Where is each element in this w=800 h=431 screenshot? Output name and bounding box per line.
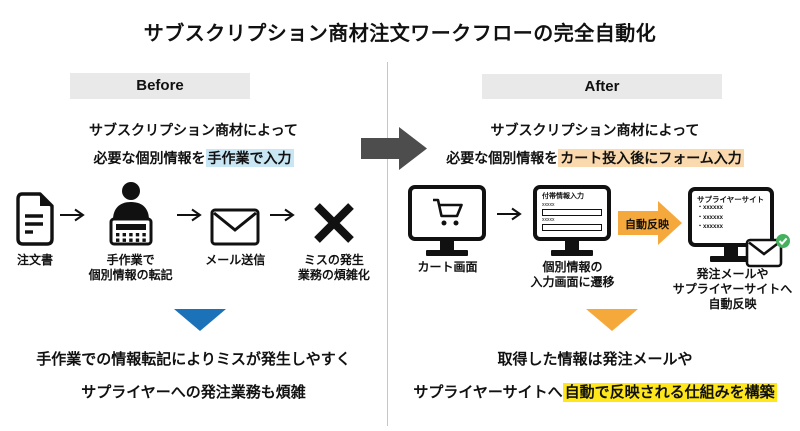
after-conclusion-highlight: 自動で反映される仕組みを構築 — [562, 383, 777, 402]
after-desc-line2-plain: 必要な個別情報を — [446, 150, 559, 166]
mail-check-icon — [745, 234, 790, 268]
monitor-base — [426, 250, 468, 256]
step-mistakes: ミスの発生 業務の煩雑化 — [298, 184, 370, 283]
right-arrow-icon — [269, 208, 295, 222]
step-order-form-label: 注文書 — [16, 253, 53, 267]
before-description: サブスクリプション商材によって 必要な個別情報を手作業で入力 — [0, 116, 387, 172]
before-desc-line2: 必要な個別情報を手作業で入力 — [0, 144, 387, 172]
after-description: サブスクリプション商材によって 必要な個別情報をカート投入後にフォーム入力 — [395, 116, 795, 172]
before-down-triangle — [174, 309, 226, 331]
orange-block-arrow-icon — [618, 201, 682, 245]
monitor-base — [551, 250, 593, 256]
after-desc-line2: 必要な個別情報をカート投入後にフォーム入力 — [395, 144, 795, 172]
before-conclusion-line2: サプライヤーへの発注業務も煩雑 — [81, 384, 306, 401]
step-send-mail: メール送信 — [205, 184, 265, 268]
form-monitor: 付帯情報入力 xxxxx xxxxx — [533, 185, 611, 256]
before-header: Before — [70, 73, 250, 99]
person-calculator-icon — [109, 182, 153, 246]
envelope-icon — [210, 208, 260, 246]
after-conclusion-line1: 取得した情報は発注メールや — [497, 351, 693, 368]
before-header-label: Before — [136, 77, 184, 94]
after-conclusion-line2: サプライヤーサイトへ自動で反映される仕組みを構築 — [393, 376, 797, 409]
monitor-stand — [440, 241, 454, 250]
before-to-after-arrow-icon — [361, 127, 427, 170]
before-conclusion-line1: 手作業での情報転記によりミスが発生しやすく — [36, 351, 351, 368]
supplier-monitor-label: 発注メールや サプライヤーサイトへ 自動反映 — [672, 267, 793, 311]
before-conclusion: 手作業での情報転記によりミスが発生しやすく サプライヤーへの発注業務も煩雑 — [0, 343, 387, 409]
after-down-triangle — [586, 309, 638, 331]
page-title: サブスクリプション商材注文ワークフローの完全自動化 — [143, 23, 657, 45]
form-field2-label: xxxxx — [542, 217, 555, 223]
auto-reflect-arrow-label: 自動反映 — [625, 219, 669, 231]
right-arrow-icon — [497, 207, 522, 221]
step-manual-entry-label: 手作業で — [106, 253, 155, 267]
form-field1-label: xxxxx — [542, 202, 555, 208]
document-icon — [16, 192, 54, 246]
before-steps-row: 注文書 — [14, 182, 370, 283]
step-manual-entry: 手作業で 個別情報の転記 — [89, 182, 173, 283]
after-conclusion-line2-plain: サプライヤーサイトへ — [413, 384, 563, 401]
vertical-divider — [387, 62, 388, 426]
right-arrow-icon — [176, 208, 202, 222]
before-desc-line2-plain: 必要な個別情報を — [93, 150, 206, 166]
supplier-item: ・xxxxxx — [697, 224, 724, 230]
after-header-label: After — [584, 78, 620, 95]
supplier-item: ・xxxxxx — [697, 205, 724, 211]
after-desc-line1: サブスクリプション商材によって — [490, 122, 700, 138]
monitor-stand — [565, 241, 579, 250]
after-steps-row: カート画面 付帯情報入力 xxxxx xxxxx 個別情報の 入力画面に遷移 — [400, 183, 795, 311]
cart-monitor — [408, 185, 486, 256]
monitor-stand — [724, 247, 738, 256]
auto-reflect-arrow: 自動反映 — [618, 201, 682, 245]
before-desc-line1: サブスクリプション商材によって — [89, 122, 298, 138]
step-mistakes-label: ミスの発生 — [303, 253, 364, 267]
x-mark-icon — [314, 203, 354, 243]
form-field2-input — [542, 224, 602, 231]
form-monitor-label: 個別情報の 入力画面に遷移 — [530, 260, 615, 289]
after-desc-highlight: カート投入後にフォーム入力 — [558, 149, 744, 167]
step-send-mail-label: メール送信 — [205, 253, 266, 267]
form-field1-input — [542, 209, 602, 216]
after-conclusion: 取得した情報は発注メールや サプライヤーサイトへ自動で反映される仕組みを構築 — [393, 343, 797, 409]
after-header: After — [482, 74, 722, 99]
supplier-screen-title: サプライヤーサイト — [697, 195, 765, 204]
shopping-cart-icon — [433, 198, 463, 226]
step-order-form: 注文書 — [14, 184, 56, 268]
supplier-item: ・xxxxxx — [697, 214, 724, 221]
cart-monitor-label: カート画面 — [417, 260, 478, 274]
form-screen-title: 付帯情報入力 — [542, 193, 584, 200]
monitor-base — [710, 256, 752, 262]
before-desc-highlight: 手作業で入力 — [205, 149, 294, 167]
supplier-monitor: サプライヤーサイト ・xxxxxx ・xxxxxx ・xxxxxx — [688, 187, 790, 268]
right-arrow-icon — [60, 208, 86, 222]
